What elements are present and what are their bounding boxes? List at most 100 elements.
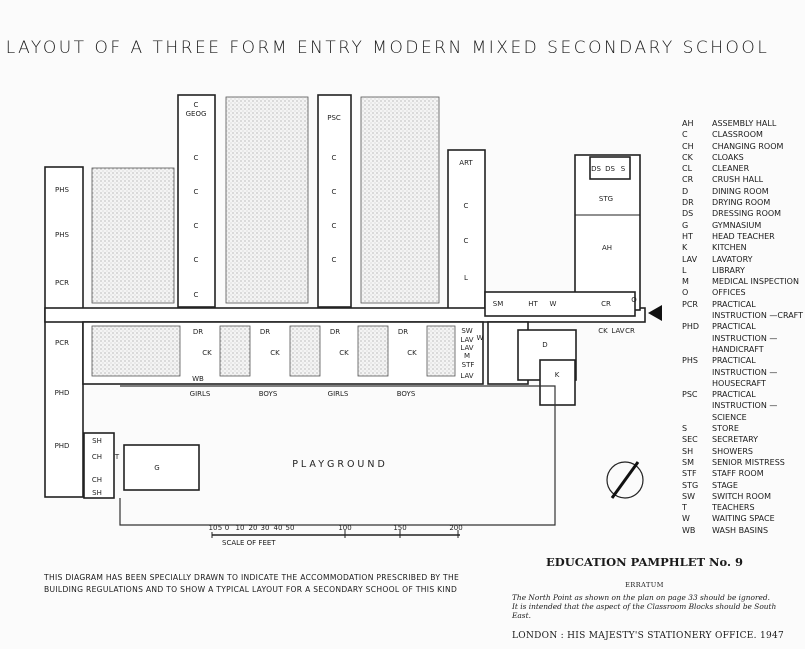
classroom-block xyxy=(177,94,216,308)
room-label: C xyxy=(194,154,199,162)
legend-key: CH xyxy=(682,141,694,151)
room-label: M xyxy=(464,352,470,360)
scale-tick: 10 xyxy=(236,524,245,532)
room-labels: C GEOG PSC ART PHS PHS PCR PCR PHD PHD S… xyxy=(55,101,638,497)
room-label: L xyxy=(464,274,468,282)
legend-value: DINING ROOM xyxy=(712,186,769,196)
legend-value: SENIOR MISTRESS xyxy=(712,457,785,467)
legend-value: SECRETARY xyxy=(712,435,759,445)
room-label: O xyxy=(631,296,637,304)
admin-wing xyxy=(484,291,636,317)
room-label: G xyxy=(154,464,159,472)
playground-boundary xyxy=(119,385,556,526)
room-label: SW xyxy=(461,327,472,335)
room-label: CK xyxy=(339,349,349,357)
room-label: PCR xyxy=(55,339,69,347)
legend-key: AH xyxy=(682,119,694,128)
room-label: DS xyxy=(591,165,601,173)
classroom-block xyxy=(317,94,352,308)
legend-value: DRYING ROOM xyxy=(712,198,771,208)
courtyard xyxy=(91,325,181,377)
courtyard xyxy=(357,325,389,377)
room-label: GIRLS xyxy=(190,390,211,398)
room-label: S xyxy=(621,165,626,173)
legend-key: SH xyxy=(682,446,694,456)
room-label: SM xyxy=(493,300,503,308)
room-label: PCR xyxy=(55,279,69,287)
legend-key: SEC xyxy=(682,435,698,445)
changing-block xyxy=(83,432,115,499)
courtyard xyxy=(219,325,251,377)
diagram-note: THIS DIAGRAM HAS BEEN SPECIALLY DRAWN TO… xyxy=(44,572,459,596)
room-label: K xyxy=(555,371,560,379)
legend-key: S xyxy=(682,424,688,434)
room-label: CK xyxy=(202,349,212,357)
scale-tick: 10 xyxy=(209,524,218,532)
legend-value: CLASSROOM xyxy=(712,130,763,140)
legend-key: PHD xyxy=(682,322,699,332)
dressing-rooms xyxy=(589,156,631,180)
legend-key: CL xyxy=(682,164,693,174)
legend-value: PRACTICAL INSTRUCTION —HANDICRAFT xyxy=(712,322,778,354)
room-label: DR xyxy=(193,328,203,336)
legend-item: AH ASSEMBLY HALL xyxy=(682,118,805,129)
legend-value: MEDICAL INSPECTION xyxy=(712,277,799,287)
room-label: C xyxy=(194,101,199,109)
room-label: WB xyxy=(192,375,204,383)
room-label: STF xyxy=(462,361,475,369)
room-label: CH xyxy=(92,453,102,461)
legend-value: WASH BASINS xyxy=(712,525,769,535)
room-label: SH xyxy=(92,489,102,497)
page-title: LAYOUT OF A THREE FORM ENTRY MODERN MIXE… xyxy=(5,38,770,58)
room-label: DR xyxy=(260,328,270,336)
room-label: CH xyxy=(92,476,102,484)
pamphlet-box: EDUCATION PAMPHLET No. 9 ERRATUM The Nor… xyxy=(492,548,797,641)
room-label: CK xyxy=(598,327,608,335)
note-line: THIS DIAGRAM HAS BEEN SPECIALLY DRAWN TO… xyxy=(44,573,460,582)
gymnasium xyxy=(123,444,200,491)
north-point-icon xyxy=(606,461,644,499)
legend-value: LAVATORY xyxy=(712,254,753,264)
room-label: T xyxy=(114,453,120,461)
scale-tick: 20 xyxy=(249,524,258,532)
scale-tick: 40 xyxy=(274,524,283,532)
legend-value: GYMNASIUM xyxy=(712,220,762,230)
legend-value: CLOAKS xyxy=(712,152,744,162)
legend-key: T xyxy=(682,503,687,513)
publisher-line: LONDON : HIS MAJESTY'S STATIONERY OFFICE… xyxy=(512,631,785,641)
legend-value: ASSEMBLY HALL xyxy=(712,119,777,128)
legend-key: O xyxy=(682,288,689,298)
courtyard xyxy=(426,325,456,377)
scale-tick: 50 xyxy=(286,524,295,532)
assembly-hall xyxy=(574,154,641,311)
room-label: C xyxy=(194,188,199,196)
erratum-heading: ERRATUM xyxy=(625,581,664,589)
note-line: BUILDING REGULATIONS AND TO SHOW A TYPIC… xyxy=(44,585,458,594)
legend-value: CLEANER xyxy=(712,164,750,174)
courtyard xyxy=(91,167,175,304)
legend-key: K xyxy=(682,243,688,253)
erratum-text: The North Point as shown on the plan on … xyxy=(512,593,777,620)
legend-key: HT xyxy=(682,231,693,241)
room-label: CK xyxy=(407,349,417,357)
legend-value: OFFICES xyxy=(712,288,746,298)
legend-key: D xyxy=(682,186,689,196)
room-label: W xyxy=(550,300,557,308)
